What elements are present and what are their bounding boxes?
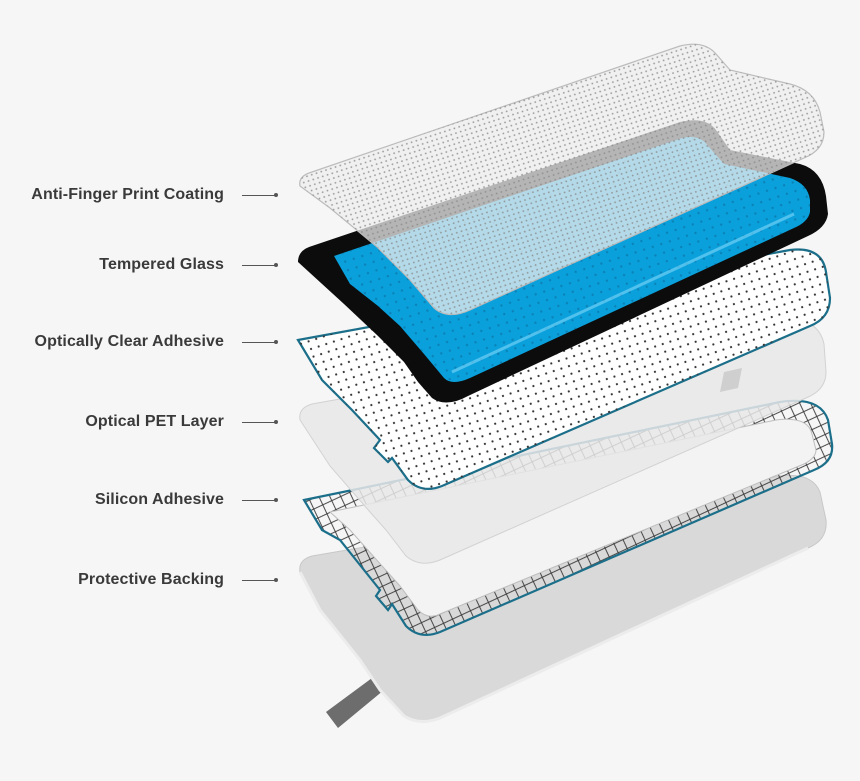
optically-clear-adhesive-sheet <box>296 248 832 491</box>
optical-pet-sheet <box>299 319 827 564</box>
anti-finger-print-coating-sheet <box>299 43 825 316</box>
silicon-adhesive-frame <box>302 399 834 637</box>
